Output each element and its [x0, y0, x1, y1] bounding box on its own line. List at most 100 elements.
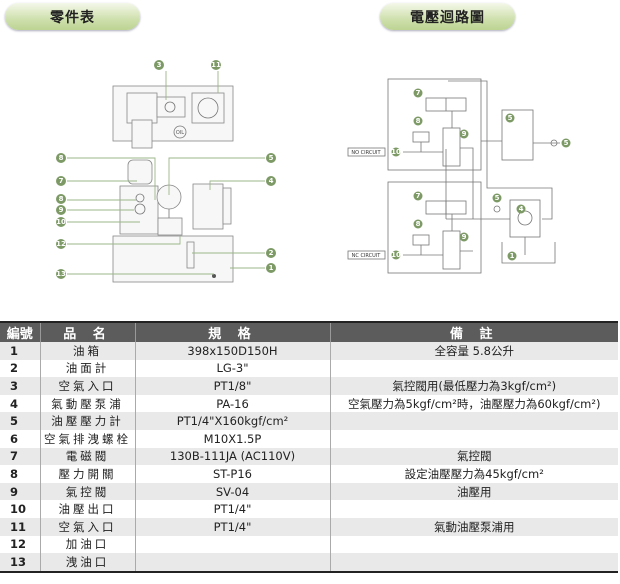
cell-spec: ST-P16 [135, 465, 331, 483]
svg-text:8: 8 [59, 195, 64, 203]
circuit-callout-10b: 10 [391, 250, 401, 260]
cell-note: 油壓用 [330, 482, 618, 501]
cell-number: 8 [0, 465, 41, 483]
cell-spec: M10X1.5P [135, 429, 331, 448]
callout-10: 10 [56, 217, 66, 227]
circuit-callout-10: 10 [391, 147, 401, 157]
svg-text:10: 10 [56, 218, 66, 226]
cell-spec: PA-16 [135, 394, 331, 413]
cell-note: 設定油壓壓力為45kgf/cm² [404, 466, 544, 481]
cell-number: 7 [0, 447, 41, 466]
circuit-callout-5c: 5 [492, 193, 502, 203]
cell-name: 加油口 [40, 535, 136, 554]
cell-note [330, 360, 618, 378]
svg-text:9: 9 [462, 233, 467, 241]
cell-note [330, 500, 618, 518]
svg-text:12: 12 [56, 240, 66, 248]
svg-text:5: 5 [508, 114, 513, 122]
cell-spec: 398x150D150H [135, 342, 331, 360]
svg-text:7: 7 [416, 89, 421, 97]
cell-note: 全容量 5.8公升 [330, 342, 618, 360]
callout-5: 5 [266, 153, 276, 163]
circuit-callout-5: 5 [505, 113, 515, 123]
cell-name: 空氣入口 [40, 377, 136, 395]
svg-text:8: 8 [416, 220, 421, 228]
circuit-callout-8b: 8 [413, 219, 423, 229]
cell-number: 9 [0, 482, 41, 501]
cell-spec [135, 535, 331, 554]
svg-text:9: 9 [462, 130, 467, 138]
cell-note: 氣動油壓泵浦用 [330, 517, 618, 536]
svg-text:5: 5 [495, 194, 500, 202]
callout-4: 4 [266, 176, 276, 186]
cell-name: 電磁閥 [40, 447, 136, 466]
no-circuit-label: NO CIRCUIT [351, 150, 381, 156]
svg-text:5: 5 [564, 139, 569, 147]
callout-13: 13 [56, 269, 66, 279]
svg-text:7: 7 [416, 192, 421, 200]
cell-spec: PT1/4"X160kgf/cm² [135, 412, 331, 430]
cell-spec: 130B-111JA (AC110V) [135, 447, 331, 466]
callout-8: 8 [56, 153, 66, 163]
svg-text:4: 4 [519, 205, 524, 213]
circuit-callout-5b: 5 [561, 138, 571, 148]
cell-name: 氣控閥 [40, 482, 136, 501]
cell-name: 油箱 [40, 342, 136, 360]
circuit-callout-8: 8 [413, 116, 423, 126]
cell-name: 空氣入口 [40, 517, 136, 536]
oil-label: OIL [176, 130, 184, 136]
svg-text:9: 9 [59, 206, 64, 214]
svg-text:2: 2 [269, 249, 274, 257]
callout-12: 12 [56, 239, 66, 249]
svg-text:3: 3 [157, 61, 162, 69]
cell-note [330, 430, 618, 448]
cell-note: 空氣壓力為5kgf/cm²時，油壓壓力為60kgf/cm²) [348, 396, 601, 411]
header-name: 品 名 [40, 322, 136, 342]
cell-name: 氣動壓泵浦 [40, 394, 136, 413]
circuit-diagram: NO CIRCUIT NC CIRCUIT 7 8 9 10 5 5 7 8 9… [347, 78, 571, 274]
cell-spec: LG-3" [135, 359, 331, 378]
tab-parts-label: 零件表 [50, 9, 95, 26]
cell-number: 12 [0, 535, 41, 554]
cell-name: 洩油口 [40, 553, 136, 572]
tab-parts-list[interactable]: 零件表 [5, 3, 140, 30]
svg-text:7: 7 [59, 177, 64, 185]
callout-11: 11 [211, 60, 221, 70]
svg-text:8: 8 [416, 117, 421, 125]
cell-name: 空氣排洩螺栓 [40, 429, 136, 448]
circuit-callout-9b: 9 [459, 232, 469, 242]
cell-number: 10 [0, 500, 41, 518]
assembly-drawing: OIL 3 11 8 7 8 9 10 12 13 5 4 2 1 [56, 60, 276, 283]
cell-name: 油面計 [40, 359, 136, 378]
svg-text:5: 5 [269, 154, 274, 162]
cell-name: 油壓出口 [40, 500, 136, 518]
cell-note: 氣控閥 [330, 447, 618, 466]
cell-number: 3 [0, 377, 41, 395]
tab-circuit-diagram[interactable]: 電壓迴路圖 [380, 3, 515, 30]
cell-note [330, 412, 618, 430]
cell-number: 11 [0, 517, 41, 536]
svg-text:4: 4 [269, 177, 274, 185]
cell-number: 1 [0, 342, 41, 360]
cell-note [330, 553, 618, 572]
header-note: 備 註 [330, 322, 618, 342]
callout-7: 7 [56, 176, 66, 186]
callout-2: 2 [266, 248, 276, 258]
circuit-callout-7b: 7 [413, 191, 423, 201]
cell-number: 4 [0, 394, 41, 413]
svg-text:1: 1 [510, 252, 515, 260]
cell-number: 5 [0, 412, 41, 430]
